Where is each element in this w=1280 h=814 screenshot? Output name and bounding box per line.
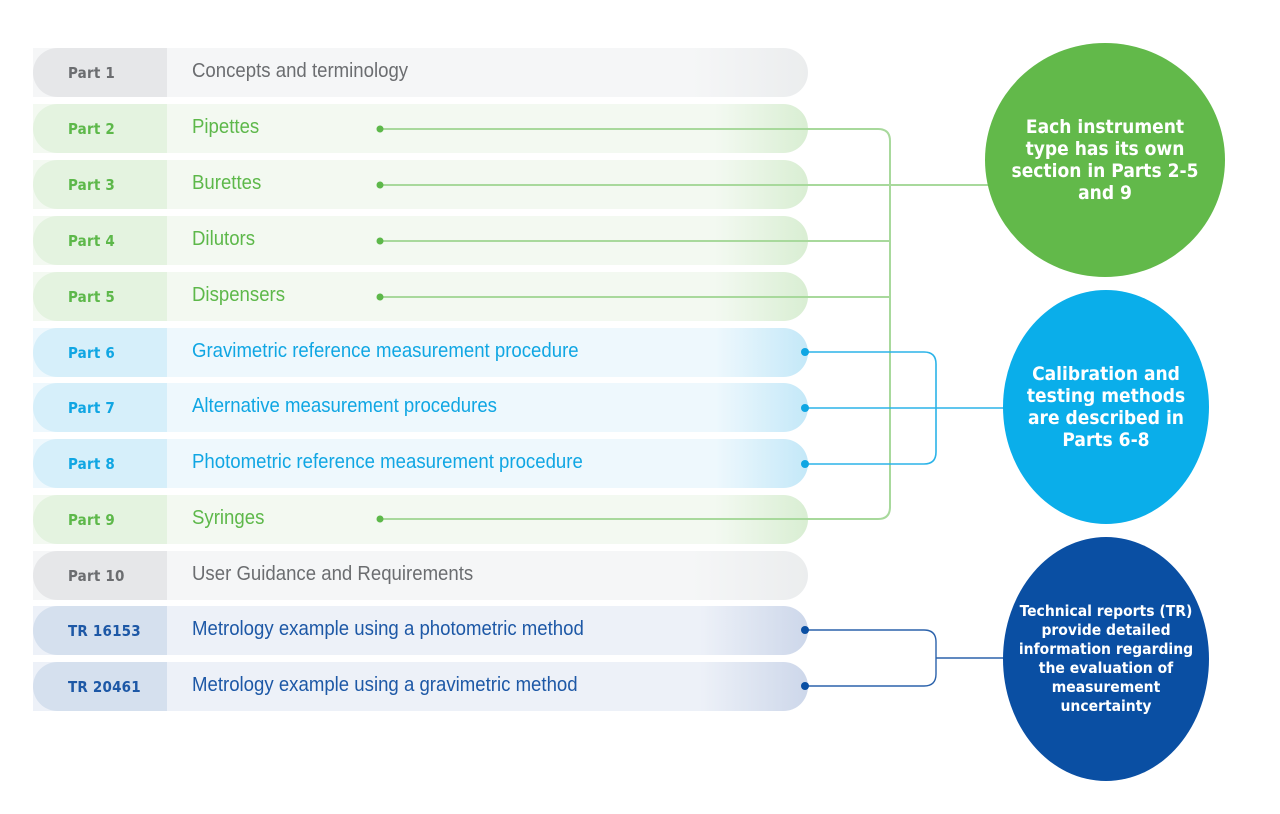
row-title: Alternative measurement procedures [192, 395, 497, 417]
row-label: Part 10 [68, 566, 125, 585]
row-part-10: Part 10 User Guidance and Requirements [33, 551, 808, 600]
dot-part-7 [801, 404, 809, 412]
row-label-cell: TR 16153 [33, 606, 167, 655]
dot-tr-20461 [801, 682, 809, 690]
row-title: Gravimetric reference measurement proced… [192, 340, 579, 362]
dot-part-8 [801, 460, 809, 468]
instrument-dots [376, 125, 384, 523]
dot-tr-16153 [801, 626, 809, 634]
row-tr-20461: TR 20461 Metrology example using a gravi… [33, 662, 808, 711]
row-title: Dilutors [192, 228, 256, 250]
row-label-cell: Part 8 [33, 439, 167, 488]
row-label: Part 1 [68, 63, 115, 82]
row-label: Part 7 [68, 398, 115, 417]
method-connectors [805, 351, 1005, 465]
row-label-cell: Part 1 [33, 48, 167, 97]
row-label: TR 16153 [68, 621, 141, 640]
report-dots [801, 626, 809, 690]
row-label: TR 20461 [68, 677, 141, 696]
dot-part-6 [801, 348, 809, 356]
report-connectors [805, 629, 1005, 687]
report-bracket [805, 629, 937, 687]
instrument-callout: Each instrument type has its own section… [985, 43, 1225, 277]
row-label-cell: Part 6 [33, 328, 167, 377]
row-title: Metrology example using a photometric me… [192, 618, 584, 640]
instrument-connectors [380, 128, 1000, 520]
row-title: Photometric reference measurement proced… [192, 451, 583, 473]
row-title: Pipettes [192, 116, 260, 138]
method-callout: Calibration and testing methods are desc… [1003, 290, 1209, 524]
row-label-cell: Part 2 [33, 104, 167, 153]
row-label-cell: Part 10 [33, 551, 167, 600]
dot-part-2 [376, 125, 384, 133]
row-part-8: Part 8 Photometric reference measurement… [33, 439, 808, 488]
row-label-cell: Part 3 [33, 160, 167, 209]
row-title: User Guidance and Requirements [192, 563, 474, 585]
instrument-callout-text: Each instrument type has its own section… [1011, 116, 1199, 204]
row-title: Dispensers [192, 284, 286, 306]
row-part-6: Part 6 Gravimetric reference measurement… [33, 328, 808, 377]
method-callout-text: Calibration and testing methods are desc… [1026, 363, 1186, 451]
row-label-cell: Part 9 [33, 495, 167, 544]
row-label-cell: Part 7 [33, 383, 167, 432]
row-tr-16153: TR 16153 Metrology example using a photo… [33, 606, 808, 655]
method-dots [801, 348, 809, 468]
row-label: Part 3 [68, 175, 115, 194]
row-label: Part 2 [68, 119, 115, 138]
row-part-1: Part 1 Concepts and terminology [33, 48, 808, 97]
row-title: Concepts and terminology [192, 60, 409, 82]
dot-part-9 [376, 515, 384, 523]
row-label-cell: TR 20461 [33, 662, 167, 711]
row-label: Part 9 [68, 510, 115, 529]
dot-part-5 [376, 293, 384, 301]
dot-part-4 [376, 237, 384, 245]
row-label: Part 8 [68, 454, 115, 473]
row-title: Metrology example using a gravimetric me… [192, 674, 578, 696]
row-label-cell: Part 4 [33, 216, 167, 265]
report-callout: Technical reports (TR) provide detailed … [1003, 537, 1209, 781]
row-title: Syringes [192, 507, 265, 529]
row-label: Part 6 [68, 343, 115, 362]
row-label-cell: Part 5 [33, 272, 167, 321]
dot-part-3 [376, 181, 384, 189]
row-title: Burettes [192, 172, 262, 194]
row-part-7: Part 7 Alternative measurement procedure… [33, 383, 808, 432]
row-label: Part 4 [68, 231, 115, 250]
instrument-bracket [380, 128, 891, 520]
report-callout-text: Technical reports (TR) provide detailed … [1018, 602, 1194, 715]
row-label: Part 5 [68, 287, 115, 306]
